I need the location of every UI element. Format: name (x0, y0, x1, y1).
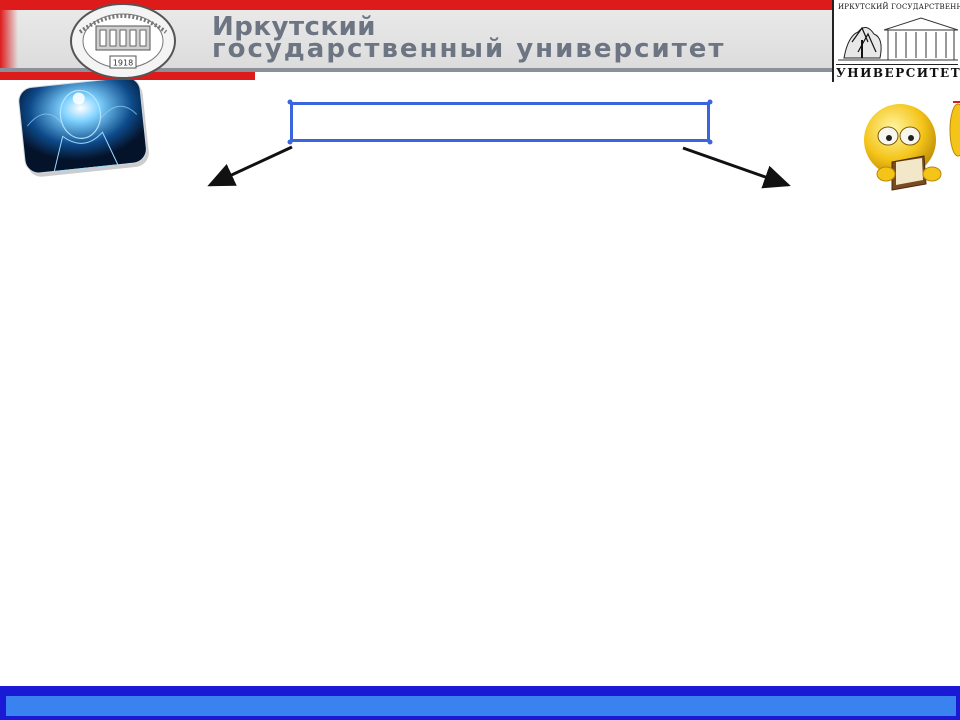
glowing-head-image (18, 80, 149, 177)
footer-inner-bar (6, 696, 956, 716)
title-line-2: государственный университет (212, 34, 726, 64)
red-stripe-top (0, 0, 832, 10)
university-seal-icon: 1918 (70, 3, 176, 79)
left-arrow (207, 145, 293, 187)
grey-divider (0, 68, 832, 72)
title-line-1: Иркутский (212, 12, 377, 42)
page-title: Иркутский государственный университет (212, 12, 726, 64)
university-logo: ИРКУТСКИЙ ГОСУДАРСТВЕННЫЙ УНИВЕРСИТЕТ (832, 0, 960, 82)
logo-bottom-text: УНИВЕРСИТЕТ (836, 64, 960, 81)
building-illustration-icon (838, 17, 958, 61)
header-banner: 1918 Иркутский государственный университ… (0, 0, 960, 82)
red-edge-gradient (0, 10, 18, 80)
seal-year: 1918 (113, 59, 133, 68)
title-text-box (290, 102, 710, 142)
logo-top-text: ИРКУТСКИЙ ГОСУДАРСТВЕННЫЙ (838, 3, 960, 11)
reading-smiley-image (864, 103, 960, 191)
right-arrow (682, 146, 791, 189)
red-dash-mark (953, 101, 960, 103)
